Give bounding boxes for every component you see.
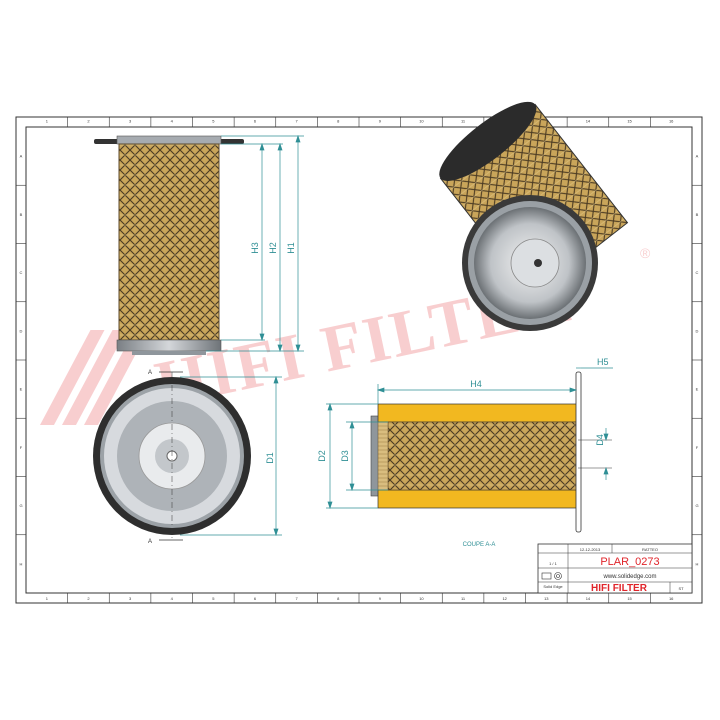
border-row-label: A xyxy=(20,154,23,159)
border-row-label: D xyxy=(696,328,699,333)
title-block-software: Solid Edge xyxy=(543,584,563,589)
border-column-label: 15 xyxy=(627,596,632,601)
section-cut-line xyxy=(159,371,183,541)
border-row-label: H xyxy=(696,561,699,566)
watermark-registered-mark: ® xyxy=(640,245,651,261)
title-block-website: www.solidedge.com xyxy=(602,574,656,580)
border-row-label: B xyxy=(20,212,23,217)
border-row-label: H xyxy=(20,561,23,566)
border-column-label: 5 xyxy=(212,119,215,124)
border-column-label: 12 xyxy=(502,596,507,601)
part-number: PLAR_0273 xyxy=(600,556,659,568)
dimension-label-h2: H2 xyxy=(268,242,278,254)
border-column-label: 7 xyxy=(295,119,298,124)
border-column-label: 7 xyxy=(295,596,298,601)
title-block xyxy=(537,543,693,594)
border-row-label: D xyxy=(20,328,23,333)
border-column-label: 14 xyxy=(586,119,591,124)
title-block-scale: 1 / 1 xyxy=(549,561,558,566)
d1-dimension xyxy=(180,375,282,537)
title-block-sheet: ST xyxy=(678,586,684,591)
projection-symbol xyxy=(541,572,562,580)
border-column-label: 11 xyxy=(461,596,466,601)
border-column-label: 3 xyxy=(129,596,132,601)
border-column-label: 10 xyxy=(419,596,424,601)
dimension-label-h4: H4 xyxy=(470,379,482,389)
dimension-label-d3: D3 xyxy=(340,450,350,462)
border-row-label: G xyxy=(695,503,698,508)
border-column-label: 16 xyxy=(669,596,674,601)
border-column-label: 2 xyxy=(87,119,90,124)
border-row-label: F xyxy=(20,445,23,450)
dimension-label-d2: D2 xyxy=(317,450,327,462)
border-column-label: 14 xyxy=(586,596,591,601)
border-row-label: E xyxy=(20,387,23,392)
border-row-label: G xyxy=(19,503,22,508)
section-marker-top: A xyxy=(148,370,152,376)
dimension-label-h1: H1 xyxy=(286,242,296,254)
border-row-label: F xyxy=(696,445,699,450)
title-block-author: RATTEO xyxy=(642,547,658,552)
border-column-label: 15 xyxy=(627,119,632,124)
border-column-label: 16 xyxy=(669,119,674,124)
section-view-caption: COUPE A-A xyxy=(463,542,496,548)
filter-side-view xyxy=(94,135,244,355)
filter-isometric-view xyxy=(439,101,629,331)
filter-section-view xyxy=(370,371,612,533)
border-column-label: 1 xyxy=(46,596,49,601)
border-column-label: 6 xyxy=(254,596,257,601)
border-column-label: 4 xyxy=(171,119,174,124)
dimension-label-d1: D1 xyxy=(265,452,275,464)
side-view-dimensions xyxy=(206,134,304,353)
section-view-dimensions xyxy=(326,367,613,510)
section-marker-bottom: A xyxy=(148,539,152,545)
border-row-label: E xyxy=(696,387,699,392)
border-row-label: C xyxy=(20,270,23,275)
brand-name: HIFI FILTER xyxy=(591,583,648,594)
border-column-label: 3 xyxy=(129,119,132,124)
border-row-label: A xyxy=(696,154,699,159)
border-column-label: 4 xyxy=(171,596,174,601)
border-column-label: 10 xyxy=(419,119,424,124)
dimension-label-d4: D4 xyxy=(595,434,605,446)
dimension-label-h3: H3 xyxy=(250,242,260,254)
border-column-label: 1 xyxy=(46,119,49,124)
border-row-ticks: A A B B C C D D E E F F G G H H xyxy=(16,154,702,566)
border-column-label: 13 xyxy=(544,596,549,601)
border-column-label: 8 xyxy=(337,596,340,601)
border-column-label: 8 xyxy=(337,119,340,124)
border-column-label: 5 xyxy=(212,596,215,601)
border-column-label: 6 xyxy=(254,119,257,124)
border-column-label: 9 xyxy=(379,596,382,601)
border-column-label: 9 xyxy=(379,119,382,124)
dimension-label-h5: H5 xyxy=(597,357,609,367)
border-row-label: C xyxy=(696,270,699,275)
title-block-date: 12-12-2013 xyxy=(580,547,601,552)
border-column-label: 11 xyxy=(461,119,466,124)
border-column-label: 2 xyxy=(87,596,90,601)
border-row-label: B xyxy=(696,212,699,217)
